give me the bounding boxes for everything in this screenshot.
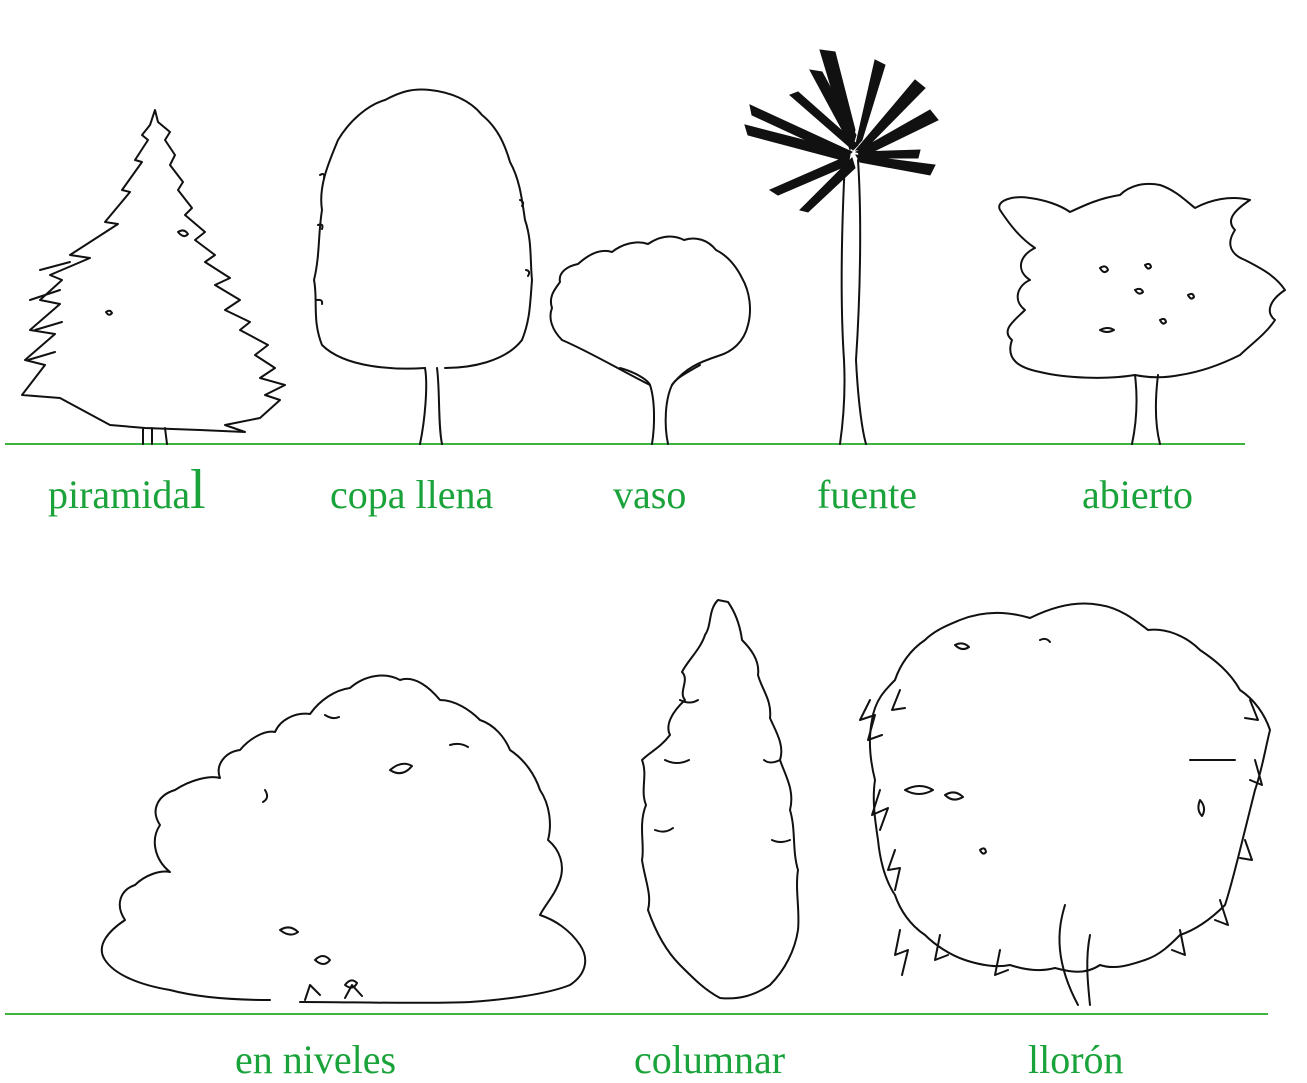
tiered-tree-icon (100, 674, 587, 1004)
weeping-tree-icon (859, 602, 1271, 1006)
full-crown-tree-icon (313, 88, 533, 445)
open-tree-icon (998, 182, 1286, 445)
fountain-palm-icon (744, 49, 939, 445)
columnar-tree-icon (641, 599, 800, 1000)
label-fountain: fuente (817, 472, 917, 517)
label-vase: vaso (613, 472, 687, 517)
label-tiered: en niveles (235, 1037, 397, 1082)
pyramidal-tree-icon (21, 109, 286, 445)
label-pyramidal: piramidal (48, 459, 206, 521)
label-columnar: columnar (634, 1037, 786, 1082)
label-weeping: llorón (1028, 1037, 1124, 1082)
vase-tree-icon (549, 235, 751, 445)
label-open: abierto (1082, 472, 1194, 517)
label-full-crown: copa llena (330, 472, 494, 517)
